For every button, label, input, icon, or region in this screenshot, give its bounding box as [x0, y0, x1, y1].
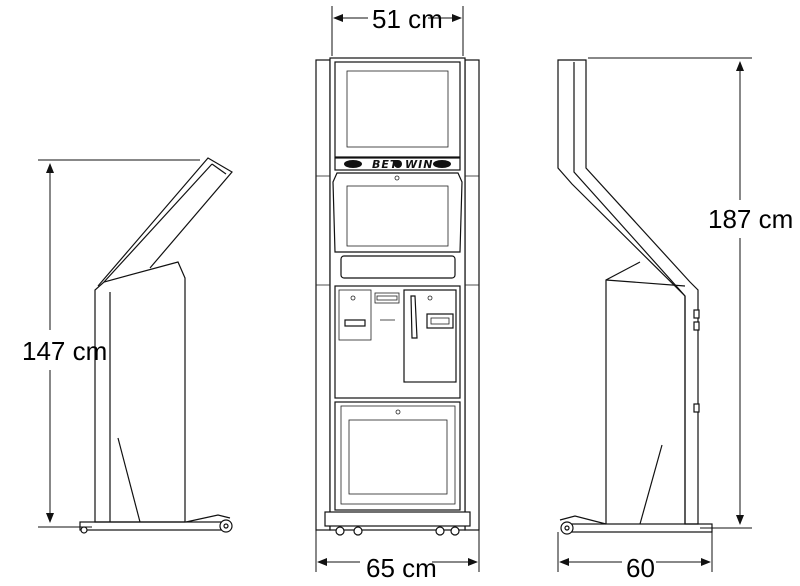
right-depth-dimension: 60 — [557, 532, 713, 583]
front-base-width-label: 65 cm — [366, 553, 437, 583]
front-top-width-label: 51 cm — [372, 4, 443, 34]
right-height-label: 187 cm — [708, 204, 793, 234]
right-depth-label: 60 — [626, 553, 655, 583]
left-side-view — [79, 157, 233, 534]
right-side-view — [557, 59, 713, 535]
logo-win: WIN — [405, 158, 433, 171]
front-view: BET WIN — [315, 57, 480, 536]
right-height-dimension: 187 cm — [588, 57, 793, 529]
front-base-width-dimension: 65 cm — [315, 530, 480, 583]
front-top-width-dimension: 51 cm — [331, 4, 464, 56]
logo-bet: BET — [372, 158, 399, 171]
left-height-dimension: 147 cm — [22, 159, 200, 528]
left-height-label: 147 cm — [22, 336, 107, 366]
